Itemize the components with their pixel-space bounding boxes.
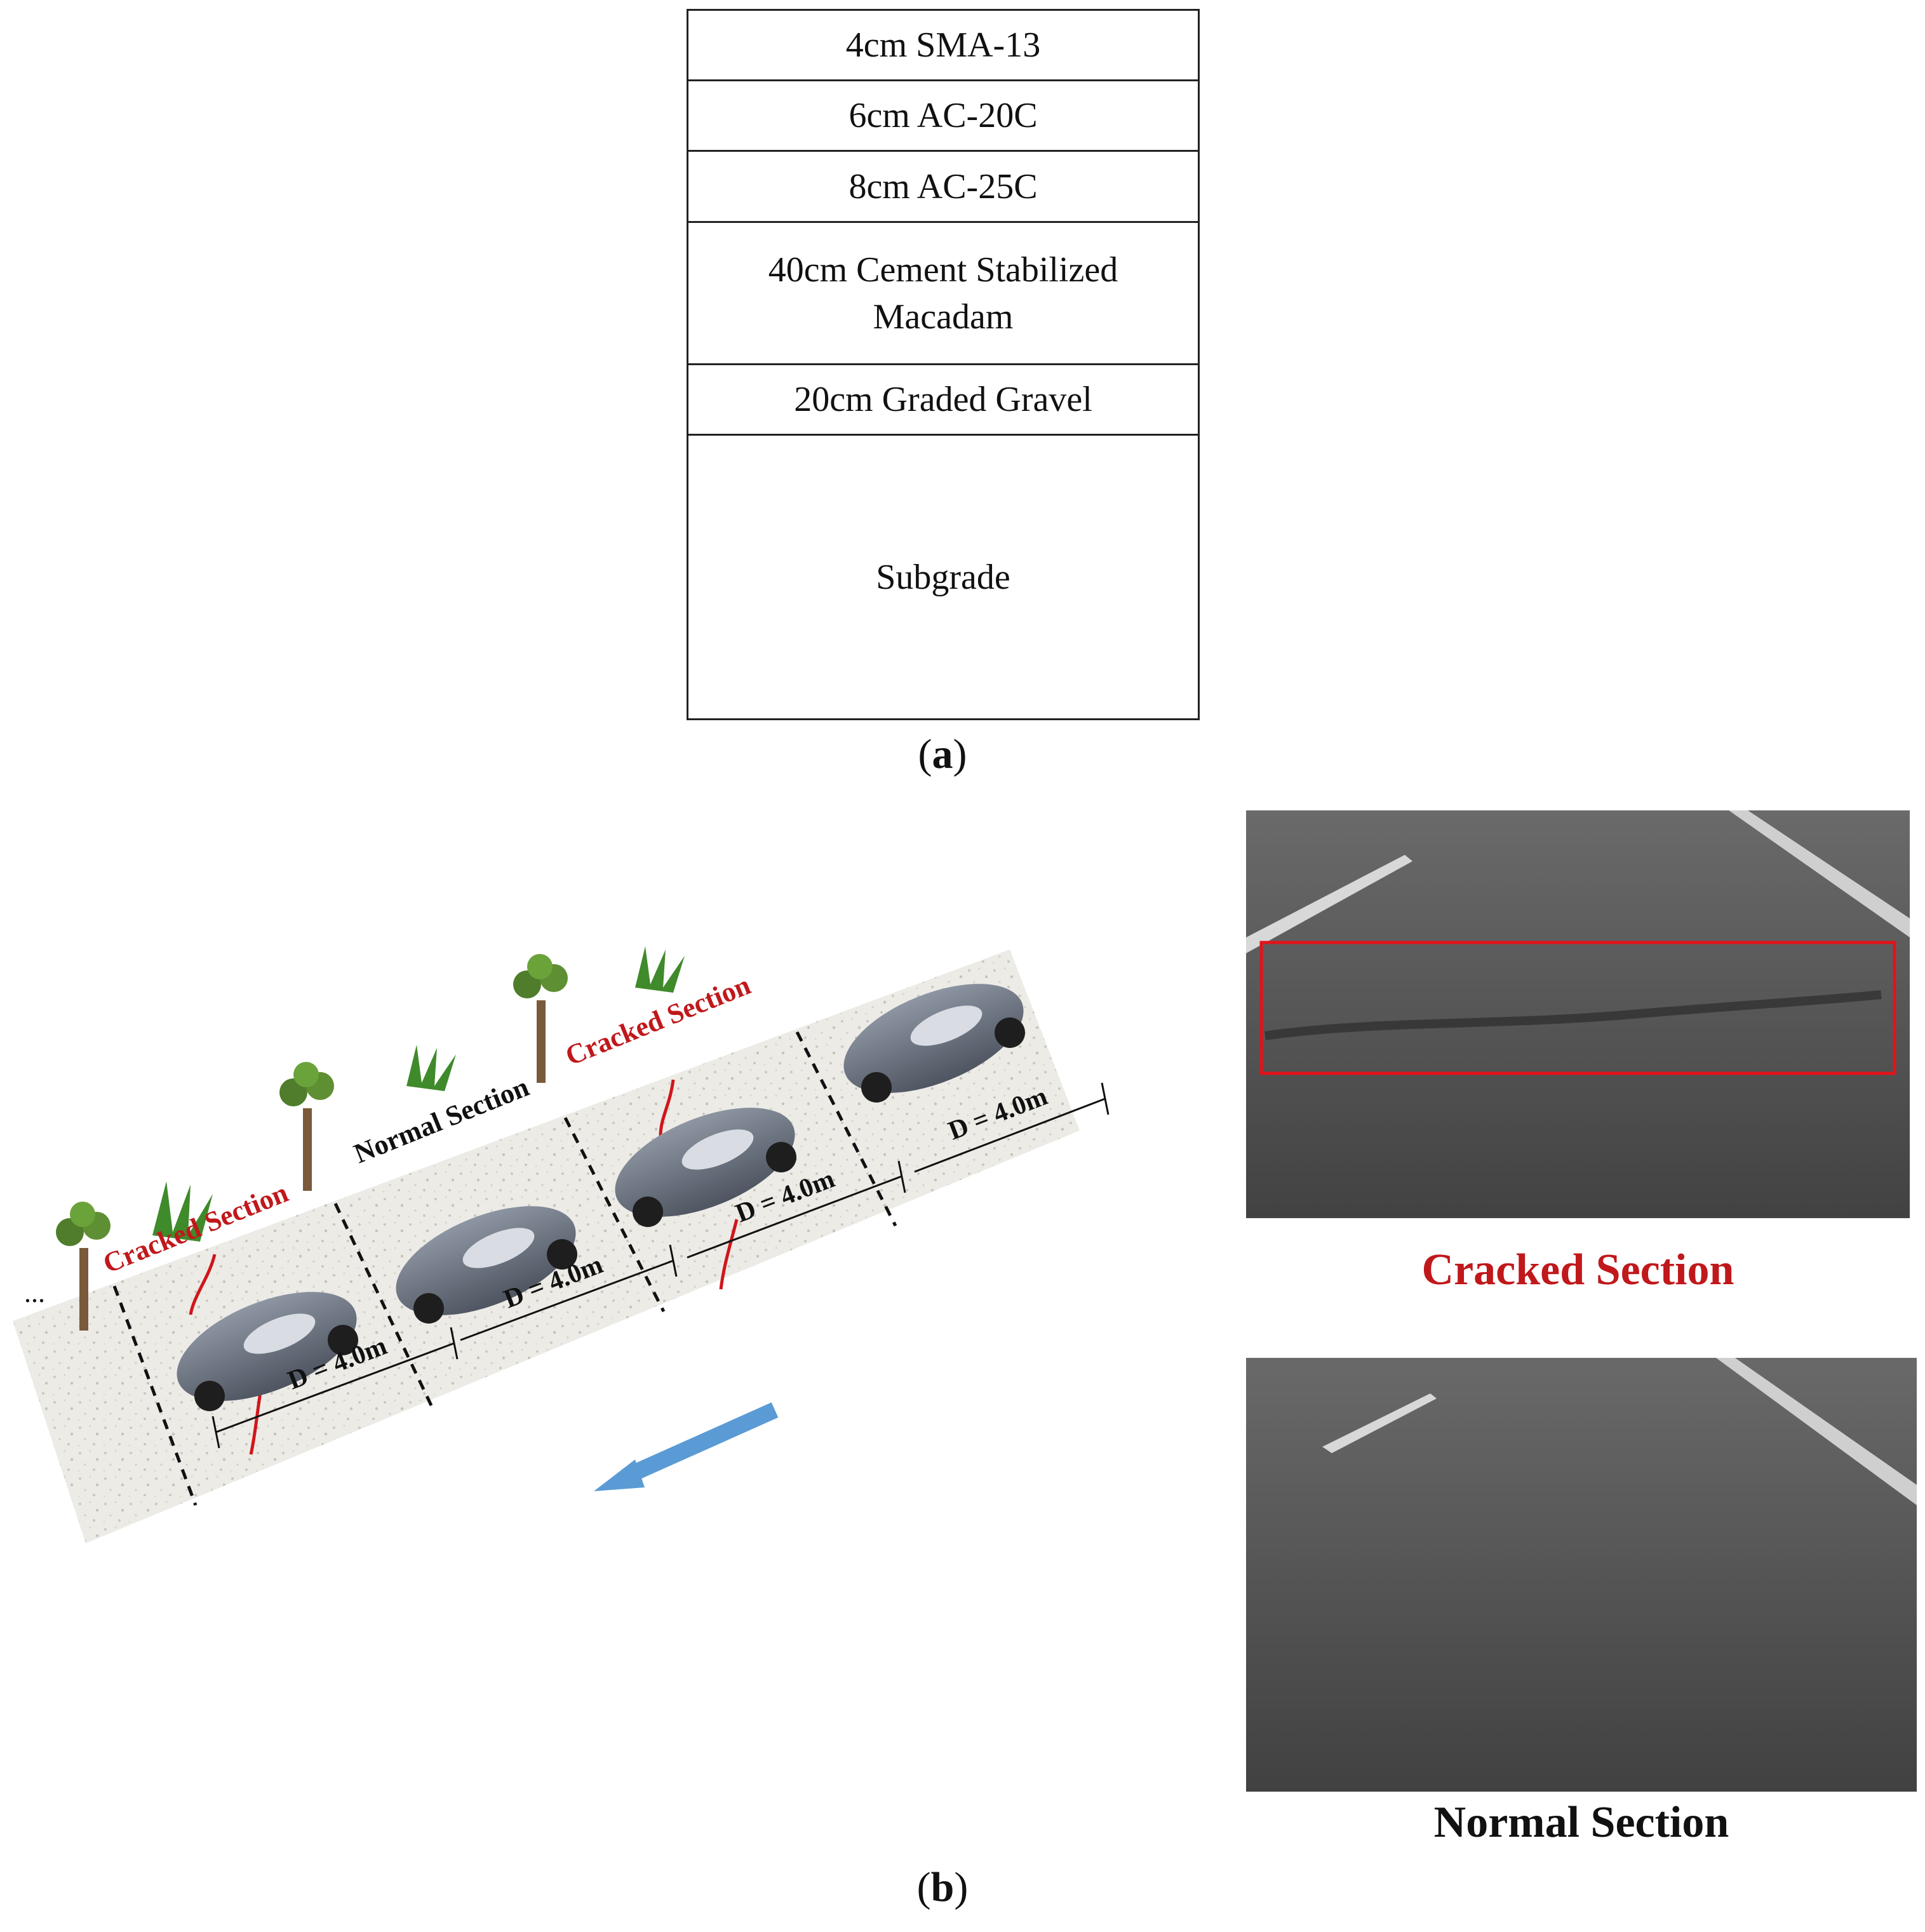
direction-arrow-icon xyxy=(594,1402,779,1491)
normal-section-photo xyxy=(1246,1358,1917,1792)
cracked-photo-label: Cracked Section xyxy=(1421,1245,1734,1294)
crack-line xyxy=(659,1079,739,1290)
pavement-structure-table: 4cm SMA-13 6cm AC-20C 8cm AC-25C 40cm Ce… xyxy=(687,9,1200,720)
layer-subgrade: Subgrade xyxy=(687,436,1200,720)
layer-ac20c: 6cm AC-20C xyxy=(687,81,1200,152)
car-icon xyxy=(177,1292,358,1411)
section-boundary xyxy=(795,1031,897,1227)
tree-icon xyxy=(56,1202,111,1331)
car-icon xyxy=(396,1206,577,1324)
caption-b: (b) xyxy=(916,1864,969,1910)
car-icon xyxy=(843,984,1025,1103)
shrub-icon xyxy=(635,946,685,993)
layer-ac25c: 8cm AC-25C xyxy=(687,152,1200,223)
ellipsis-label: ... xyxy=(24,1277,45,1308)
tree-icon xyxy=(513,954,568,1083)
car-icon xyxy=(615,1108,796,1227)
tree-icon xyxy=(279,1062,334,1191)
shrub-icon xyxy=(406,1045,456,1091)
layer-cement-macadam: 40cm Cement Stabilized Macadam xyxy=(687,223,1200,365)
shrub-icon xyxy=(152,1181,213,1242)
section-boundary xyxy=(563,1117,666,1313)
section-boundary xyxy=(112,1285,198,1506)
layer-graded-gravel: 20cm Graded Gravel xyxy=(687,365,1200,436)
caption-a: (a) xyxy=(918,731,967,777)
section-boundary xyxy=(333,1202,434,1408)
normal-photo-label: Normal Section xyxy=(1433,1798,1729,1847)
crack-highlight-box xyxy=(1259,941,1896,1075)
layer-sma13: 4cm SMA-13 xyxy=(687,9,1200,81)
road-diagram: ... Cracked Section Normal Section Crack… xyxy=(13,946,1110,1543)
cracked-section-photo xyxy=(1246,810,1910,1218)
